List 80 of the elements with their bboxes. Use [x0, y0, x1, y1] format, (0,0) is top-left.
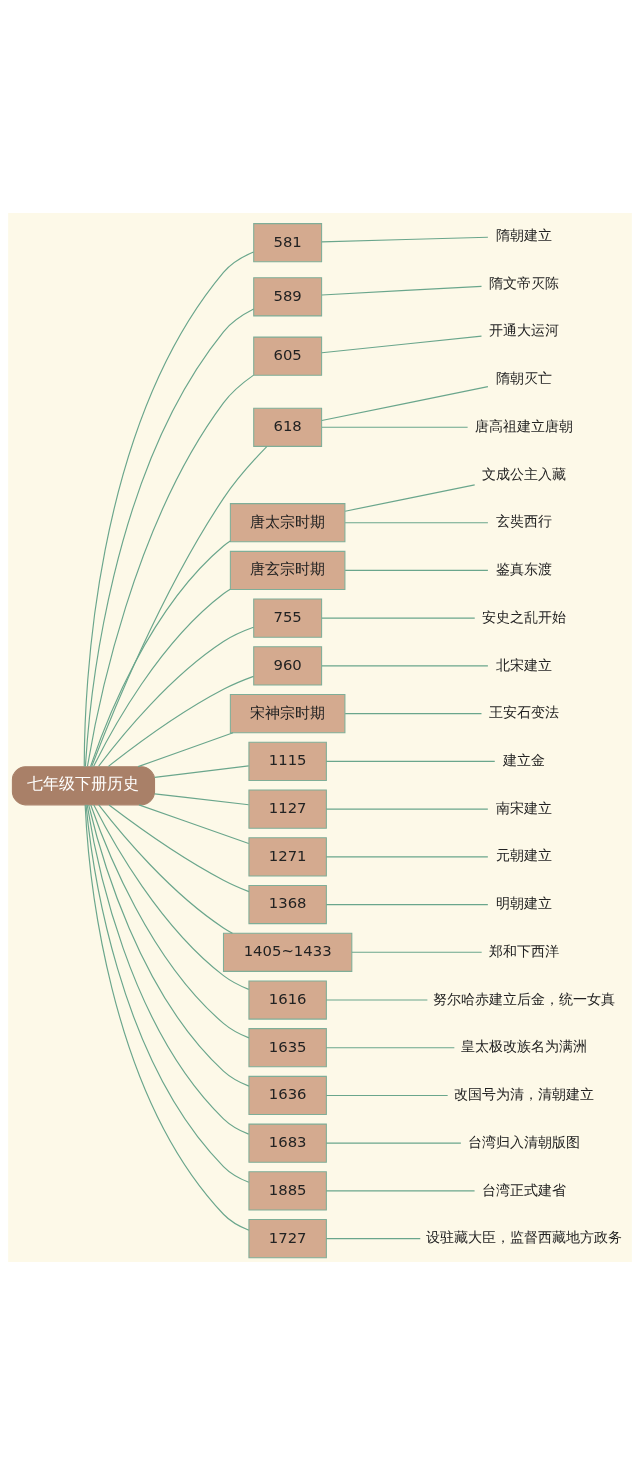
node-box: 宋神宗时期 — [229, 694, 346, 734]
node-box: 605 — [253, 336, 323, 376]
connector — [89, 540, 231, 768]
node-text: 努尔哈赤建立后金，统一女真 — [433, 990, 616, 1007]
node-text: 隋朝建立 — [496, 226, 553, 243]
node-box: 唐玄宗时期 — [229, 550, 346, 591]
node-text: 安史之乱开始 — [482, 608, 567, 625]
connector — [325, 999, 428, 1001]
node-text: 鉴真东渡 — [496, 561, 553, 578]
connector — [344, 713, 483, 715]
node-text: 元朝建立 — [496, 847, 553, 864]
node-box: 1683 — [248, 1123, 327, 1163]
connector — [321, 617, 476, 619]
node-box: 618 — [253, 407, 323, 447]
node-text: 建立金 — [503, 751, 546, 768]
connector — [325, 1238, 421, 1240]
node-text: 开通大运河 — [489, 322, 560, 339]
node-box: 960 — [253, 646, 323, 686]
connector — [92, 588, 231, 768]
node-text: 北宋建立 — [496, 656, 553, 673]
connector — [325, 1142, 462, 1144]
connector — [107, 675, 255, 767]
connector — [351, 951, 483, 953]
connector — [98, 626, 255, 767]
connector — [91, 445, 268, 768]
node-text: 玄奘西行 — [496, 513, 553, 530]
connector — [344, 522, 489, 524]
node-box: 七年级下册历史 — [11, 766, 156, 806]
node-box: 589 — [253, 277, 323, 317]
node-box: 1636 — [248, 1075, 327, 1116]
connector — [88, 804, 250, 1087]
connector — [98, 804, 233, 934]
connector — [321, 386, 489, 422]
connector — [325, 903, 489, 906]
connector — [325, 856, 489, 858]
node-box: 1271 — [248, 837, 327, 877]
connector — [93, 804, 250, 990]
node-text: 文成公主入藏 — [482, 465, 567, 482]
connector — [90, 804, 250, 1039]
node-text: 皇太极改族名为满洲 — [461, 1038, 588, 1055]
node-text: 南宋建立 — [496, 799, 553, 816]
connector — [325, 1047, 455, 1049]
node-box: 唐太宗时期 — [229, 503, 346, 543]
node-text: 王安石变法 — [489, 704, 560, 721]
connector — [321, 236, 489, 243]
node-text: 隋文帝灭陈 — [489, 274, 560, 291]
connector — [321, 426, 469, 428]
node-box: 755 — [253, 598, 323, 638]
connector — [325, 1094, 449, 1097]
node-text: 明朝建立 — [496, 895, 553, 912]
node-text: 改国号为清，清朝建立 — [454, 1086, 595, 1103]
node-box: 1885 — [248, 1171, 327, 1211]
node-box: 1635 — [248, 1028, 327, 1068]
connector — [321, 285, 483, 296]
connector — [325, 760, 496, 762]
node-text: 设驻藏大臣，监督西藏地方政务 — [426, 1229, 623, 1246]
node-text: 郑和下西洋 — [489, 942, 560, 959]
connector — [138, 804, 250, 845]
connector — [154, 765, 250, 778]
connector — [86, 374, 255, 767]
connector — [154, 793, 250, 806]
node-text: 唐高祖建立唐朝 — [475, 417, 574, 434]
node-box: 1127 — [248, 789, 327, 829]
connector — [321, 665, 489, 667]
node-box: 1727 — [248, 1219, 327, 1259]
connector — [108, 804, 250, 893]
connector — [137, 732, 234, 768]
node-box: 1115 — [248, 741, 327, 781]
node-text: 台湾归入清朝版图 — [468, 1133, 581, 1150]
connector — [325, 808, 489, 810]
node-box: 1616 — [248, 980, 327, 1020]
node-box: 1368 — [248, 884, 327, 925]
connector — [344, 484, 476, 512]
connector — [344, 569, 489, 572]
node-text: 隋朝灭亡 — [496, 370, 553, 387]
node-box: 1405~1433 — [222, 932, 353, 972]
connector — [321, 335, 483, 354]
connector — [325, 1190, 476, 1192]
node-text: 台湾正式建省 — [482, 1181, 567, 1198]
node-box: 581 — [253, 223, 323, 263]
